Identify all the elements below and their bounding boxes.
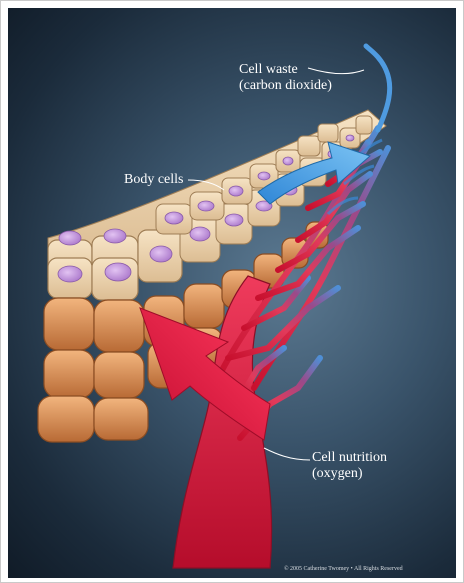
cell-nutrition-subtitle: (oxygen) [312,466,387,482]
cell-waste-subtitle: (carbon dioxide) [239,78,332,94]
body-cells-label: Body cells [124,172,184,188]
cell-nutrition-title: Cell nutrition [312,450,387,466]
cell-waste-title: Cell waste [239,62,332,78]
tissue-illustration [8,8,456,578]
copyright-credit: © 2005 Catherine Twomey • All Rights Res… [284,566,403,572]
cell-waste-label: Cell waste (carbon dioxide) [239,62,332,94]
cell-nutrition-label: Cell nutrition (oxygen) [312,450,387,482]
nutrition-leader-line [264,448,310,460]
illustration-panel: Cell waste (carbon dioxide) Body cells C… [8,8,456,578]
